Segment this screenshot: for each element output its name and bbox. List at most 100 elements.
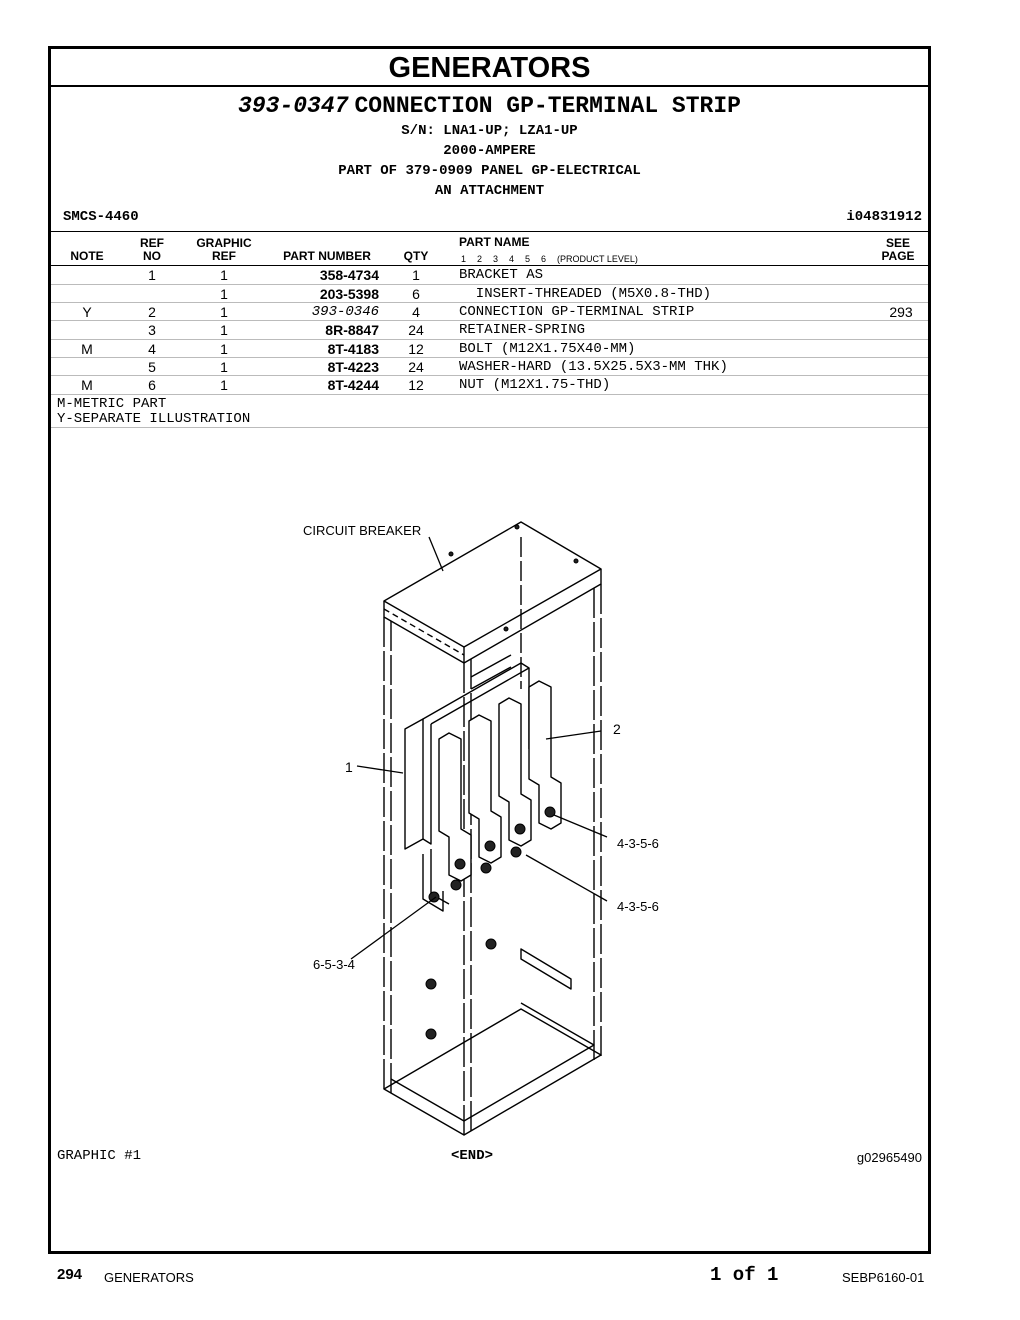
callout-2: 2 (613, 721, 621, 737)
row-rule (51, 394, 928, 395)
col-part-name: PART NAME (459, 235, 530, 249)
callout-1: 1 (345, 759, 353, 775)
table-row: 1 1 358-4734 1 BRACKET AS (51, 266, 928, 284)
col-part-number: PART NUMBER (283, 249, 371, 263)
row-part-number: 8T-4223 (327, 359, 379, 375)
callout-4-3-5-6-upper: 4-3-5-6 (617, 836, 659, 851)
row-note: M (81, 341, 93, 357)
row-part-number: 393-0346 (311, 304, 379, 320)
table-row: 5 1 8T-4223 24 WASHER-HARD (13.5X25.5X3-… (51, 358, 928, 376)
title-text: CONNECTION GP-TERMINAL STRIP (354, 93, 741, 119)
row-part-name: WASHER-HARD (13.5X25.5X3-MM THK) (459, 359, 728, 375)
smcs-code: SMCS-4460 (63, 209, 139, 225)
row-rule (51, 320, 928, 321)
table-top-rule (51, 231, 928, 232)
row-rule (51, 339, 928, 340)
row-ref: 6 (148, 377, 156, 393)
col-graphic-bottom: REF (212, 249, 236, 263)
row-graphic: 1 (220, 359, 228, 375)
row-ref: 5 (148, 359, 156, 375)
product-level-2: 2 (477, 254, 483, 264)
illustration-id: i04831912 (846, 209, 922, 225)
row-qty: 1 (412, 267, 420, 283)
row-part-name: NUT (M12X1.75-THD) (459, 377, 611, 393)
note-metric: M-METRIC PART (57, 396, 167, 412)
row-see-page[interactable]: 293 (889, 304, 913, 320)
row-rule (51, 302, 928, 303)
table-row: M 4 1 8T-4183 12 BOLT (M12X1.75X40-MM) (51, 340, 928, 358)
serial-numbers: S/N: LNA1-UP; LZA1-UP (401, 123, 578, 139)
table-row: Y 2 1 393-0346 4 CONNECTION GP-TERMINAL … (51, 303, 928, 321)
section-title: GENERATORS (51, 49, 928, 87)
table-row: 1 203-5398 6 INSERT-THREADED (M5X0.8-THD… (51, 285, 928, 303)
table-row: M 6 1 8T-4244 12 NUT (M12X1.75-THD) (51, 376, 928, 394)
row-part-number: 203-5398 (319, 286, 379, 302)
row-graphic: 1 (220, 286, 228, 302)
graphic-id: g02965490 (856, 1150, 922, 1165)
product-level-4: 4 (509, 254, 515, 264)
row-graphic: 1 (220, 267, 228, 283)
row-rule (51, 284, 928, 285)
footer-section: GENERATORS (104, 1270, 194, 1285)
row-graphic: 1 (220, 377, 228, 393)
row-part-number: 358-4734 (319, 267, 379, 283)
product-level-1: 1 (461, 254, 467, 264)
row-note: Y (82, 304, 92, 320)
col-ref-top: REF (140, 236, 164, 250)
col-see-top: SEE (885, 236, 910, 250)
notes-legend: M-METRIC PART Y-SEPARATE ILLUSTRATION (57, 397, 250, 427)
row-rule (51, 375, 928, 376)
col-note: NOTE (70, 249, 104, 263)
parts-illustration (350, 521, 608, 1139)
row-qty: 24 (408, 359, 424, 375)
note-separate-illustration: Y-SEPARATE ILLUSTRATION (57, 411, 251, 427)
callout-circuit-breaker: CIRCUIT BREAKER (303, 523, 422, 538)
row-part-name: RETAINER-SPRING (459, 322, 586, 338)
footer-page-number: 294 (57, 1266, 83, 1283)
product-level-3: 3 (493, 254, 499, 264)
callout-6-5-3-4: 6-5-3-4 (313, 957, 355, 972)
row-note: M (81, 377, 93, 393)
row-qty: 6 (412, 286, 420, 302)
row-part-number: 8T-4183 (327, 341, 379, 357)
part-of: PART OF 379-0909 PANEL GP-ELECTRICAL (338, 163, 641, 179)
col-ref-bottom: NO (143, 249, 161, 263)
row-part-number: 8T-4244 (327, 377, 379, 393)
row-part-name: BRACKET AS (459, 267, 544, 283)
col-graphic-top: GRAPHIC (196, 236, 252, 250)
rating: 2000-AMPERE (443, 143, 536, 159)
row-part-number: 8R-8847 (325, 322, 379, 338)
notes-rule (51, 427, 928, 428)
row-graphic: 1 (220, 304, 228, 320)
row-part-name: BOLT (M12X1.75X40-MM) (459, 341, 636, 357)
row-qty: 12 (408, 341, 424, 357)
footer-document-id: SEBP6160-01 (842, 1270, 925, 1285)
row-ref: 3 (148, 322, 156, 338)
row-part-name: INSERT-THREADED (M5X0.8-THD) (459, 286, 712, 302)
graphic-label: GRAPHIC #1 (57, 1148, 142, 1164)
row-graphic: 1 (220, 341, 228, 357)
header-bottom-rule (51, 265, 928, 266)
row-qty: 24 (408, 322, 424, 338)
callout-4-3-5-6-lower: 4-3-5-6 (617, 899, 659, 914)
row-ref: 4 (148, 341, 156, 357)
row-part-name: CONNECTION GP-TERMINAL STRIP (459, 304, 695, 320)
attachment: AN ATTACHMENT (434, 183, 545, 199)
col-see-bottom: PAGE (881, 249, 915, 263)
product-level-5: 5 (525, 254, 531, 264)
row-graphic: 1 (220, 322, 228, 338)
footer-page-count: 1 of 1 (710, 1264, 779, 1286)
col-qty: QTY (403, 249, 429, 263)
product-level-6: 6 (541, 254, 547, 264)
table-row: 3 1 8R-8847 24 RETAINER-SPRING (51, 321, 928, 339)
product-level-label: (PRODUCT LEVEL) (557, 254, 638, 264)
row-qty: 12 (408, 377, 424, 393)
end-label: <END> (451, 1148, 494, 1164)
title-part-number: 393-0347 (238, 93, 349, 119)
row-qty: 4 (412, 304, 420, 320)
row-ref: 1 (148, 267, 156, 283)
row-ref: 2 (148, 304, 156, 320)
